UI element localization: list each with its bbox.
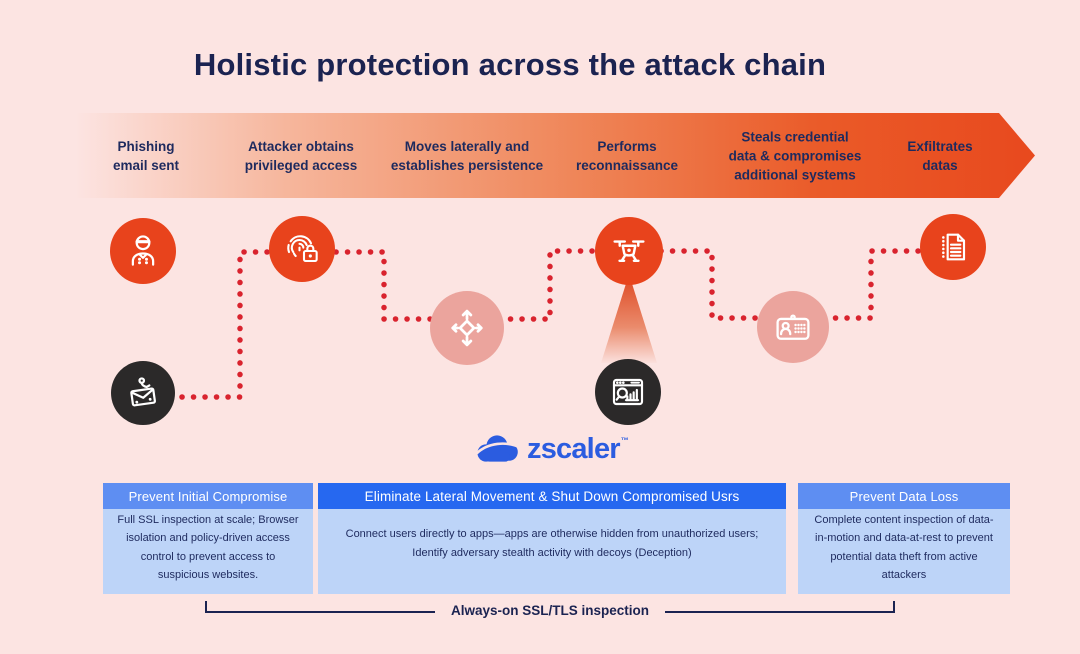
bracket-line-right: [665, 601, 895, 613]
zscaler-cloud-icon: [475, 435, 522, 462]
zscaler-wordmark: zscaler: [527, 432, 621, 465]
stage-lateral-movement: Moves laterally and establishes persiste…: [390, 138, 544, 173]
card-prevent-data-loss: Prevent Data Loss Complete content inspe…: [798, 483, 1010, 594]
card-body: Complete content inspection of data-in-m…: [798, 509, 1010, 594]
page-title: Holistic protection across the attack ch…: [193, 47, 827, 82]
attack-chain-banner: Phishing email sent Attacker obtains pri…: [75, 113, 1035, 198]
card-eliminate-lateral-movement: Eliminate Lateral Movement & Shut Down C…: [318, 483, 786, 594]
trademark-symbol: ™: [620, 436, 629, 445]
exfiltration-documents-icon: [920, 214, 986, 280]
card-header: Prevent Data Loss: [798, 483, 1010, 509]
ssl-inspection-label: Always-on SSL/TLS inspection: [450, 603, 650, 618]
card-body: Full SSL inspection at scale; Browser is…: [103, 509, 313, 594]
stage-phishing-email: Phishing email sent: [112, 138, 180, 173]
lateral-movement-icon: [430, 291, 504, 365]
fingerprint-lock-icon: [269, 216, 335, 282]
zscaler-logo: zscaler ™: [474, 430, 629, 468]
stage-privileged-access: Attacker obtains privileged access: [244, 138, 358, 173]
stage-reconnaissance: Performs reconnaissance: [575, 138, 679, 173]
bracket-line-left: [205, 601, 435, 613]
card-body: Connect users directly to apps—apps are …: [318, 509, 786, 594]
phishing-email-icon: [111, 361, 175, 425]
id-badge-icon: [757, 291, 829, 363]
card-header: Prevent Initial Compromise: [103, 483, 313, 509]
hacker-icon: [110, 218, 176, 284]
stage-exfiltrates-data: Exfiltrates datas: [907, 138, 973, 173]
ssl-inspection-bracket: Always-on SSL/TLS inspection: [205, 601, 895, 618]
stage-steals-credentials: Steals credential data & compromises add…: [728, 128, 862, 183]
recon-analytics-icon: [595, 359, 661, 425]
card-header: Eliminate Lateral Movement & Shut Down C…: [318, 483, 786, 509]
card-prevent-initial-compromise: Prevent Initial Compromise Full SSL insp…: [103, 483, 313, 594]
drone-icon: [595, 217, 663, 285]
